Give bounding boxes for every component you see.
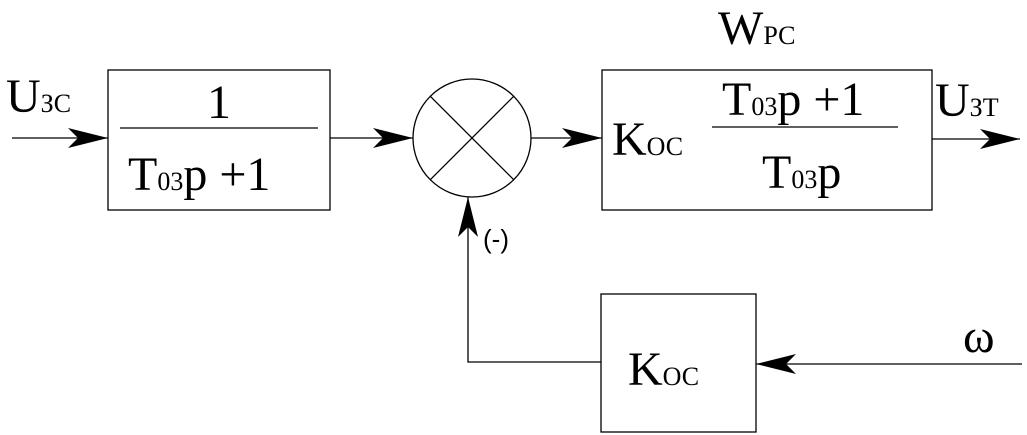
filter-block: [107, 69, 331, 211]
regulator-denominator: T03p: [762, 146, 841, 199]
input-label-sub: ЗС: [41, 89, 71, 118]
minus-sign-label: (-): [483, 224, 509, 254]
filter-den-main: T: [128, 148, 157, 201]
output-label-main: U: [935, 74, 970, 127]
regulator-gain-main: K: [612, 113, 647, 166]
input-label-main: U: [6, 70, 41, 123]
regulator-gain: KОС: [612, 113, 683, 166]
output-label: UЗТ: [935, 74, 999, 127]
regulator-den-sub: 03: [791, 165, 817, 194]
wpc-label: WРС: [718, 2, 795, 55]
filter-den-tail: p +1: [183, 148, 270, 201]
regulator-num-tail: p +1: [777, 73, 864, 126]
output-label-sub: ЗТ: [970, 93, 999, 122]
regulator-gain-sub: ОС: [647, 132, 683, 161]
feedback-gain-main: K: [628, 343, 663, 396]
feedback-gain: KОС: [628, 343, 699, 396]
feedback-wire: [458, 197, 601, 363]
regulator-num-sub: 03: [751, 92, 777, 121]
regulator-den-main: T: [762, 146, 791, 199]
omega-label: ω: [963, 310, 995, 363]
regulator-numerator: T03p +1: [722, 73, 864, 126]
filter-numerator: 1: [207, 76, 231, 129]
feedback-block: [600, 293, 757, 433]
filter-denominator: T03p +1: [128, 148, 270, 201]
input-label: UЗС: [6, 70, 71, 123]
wpc-label-main: W: [718, 2, 764, 55]
summing-junction: [412, 78, 532, 198]
regulator-block: [601, 69, 933, 211]
filter-den-sub: 03: [157, 167, 183, 196]
regulator-num-main: T: [722, 73, 751, 126]
regulator-den-tail: p: [817, 146, 841, 199]
wpc-label-sub: РС: [763, 21, 795, 50]
feedback-gain-sub: ОС: [663, 362, 699, 391]
